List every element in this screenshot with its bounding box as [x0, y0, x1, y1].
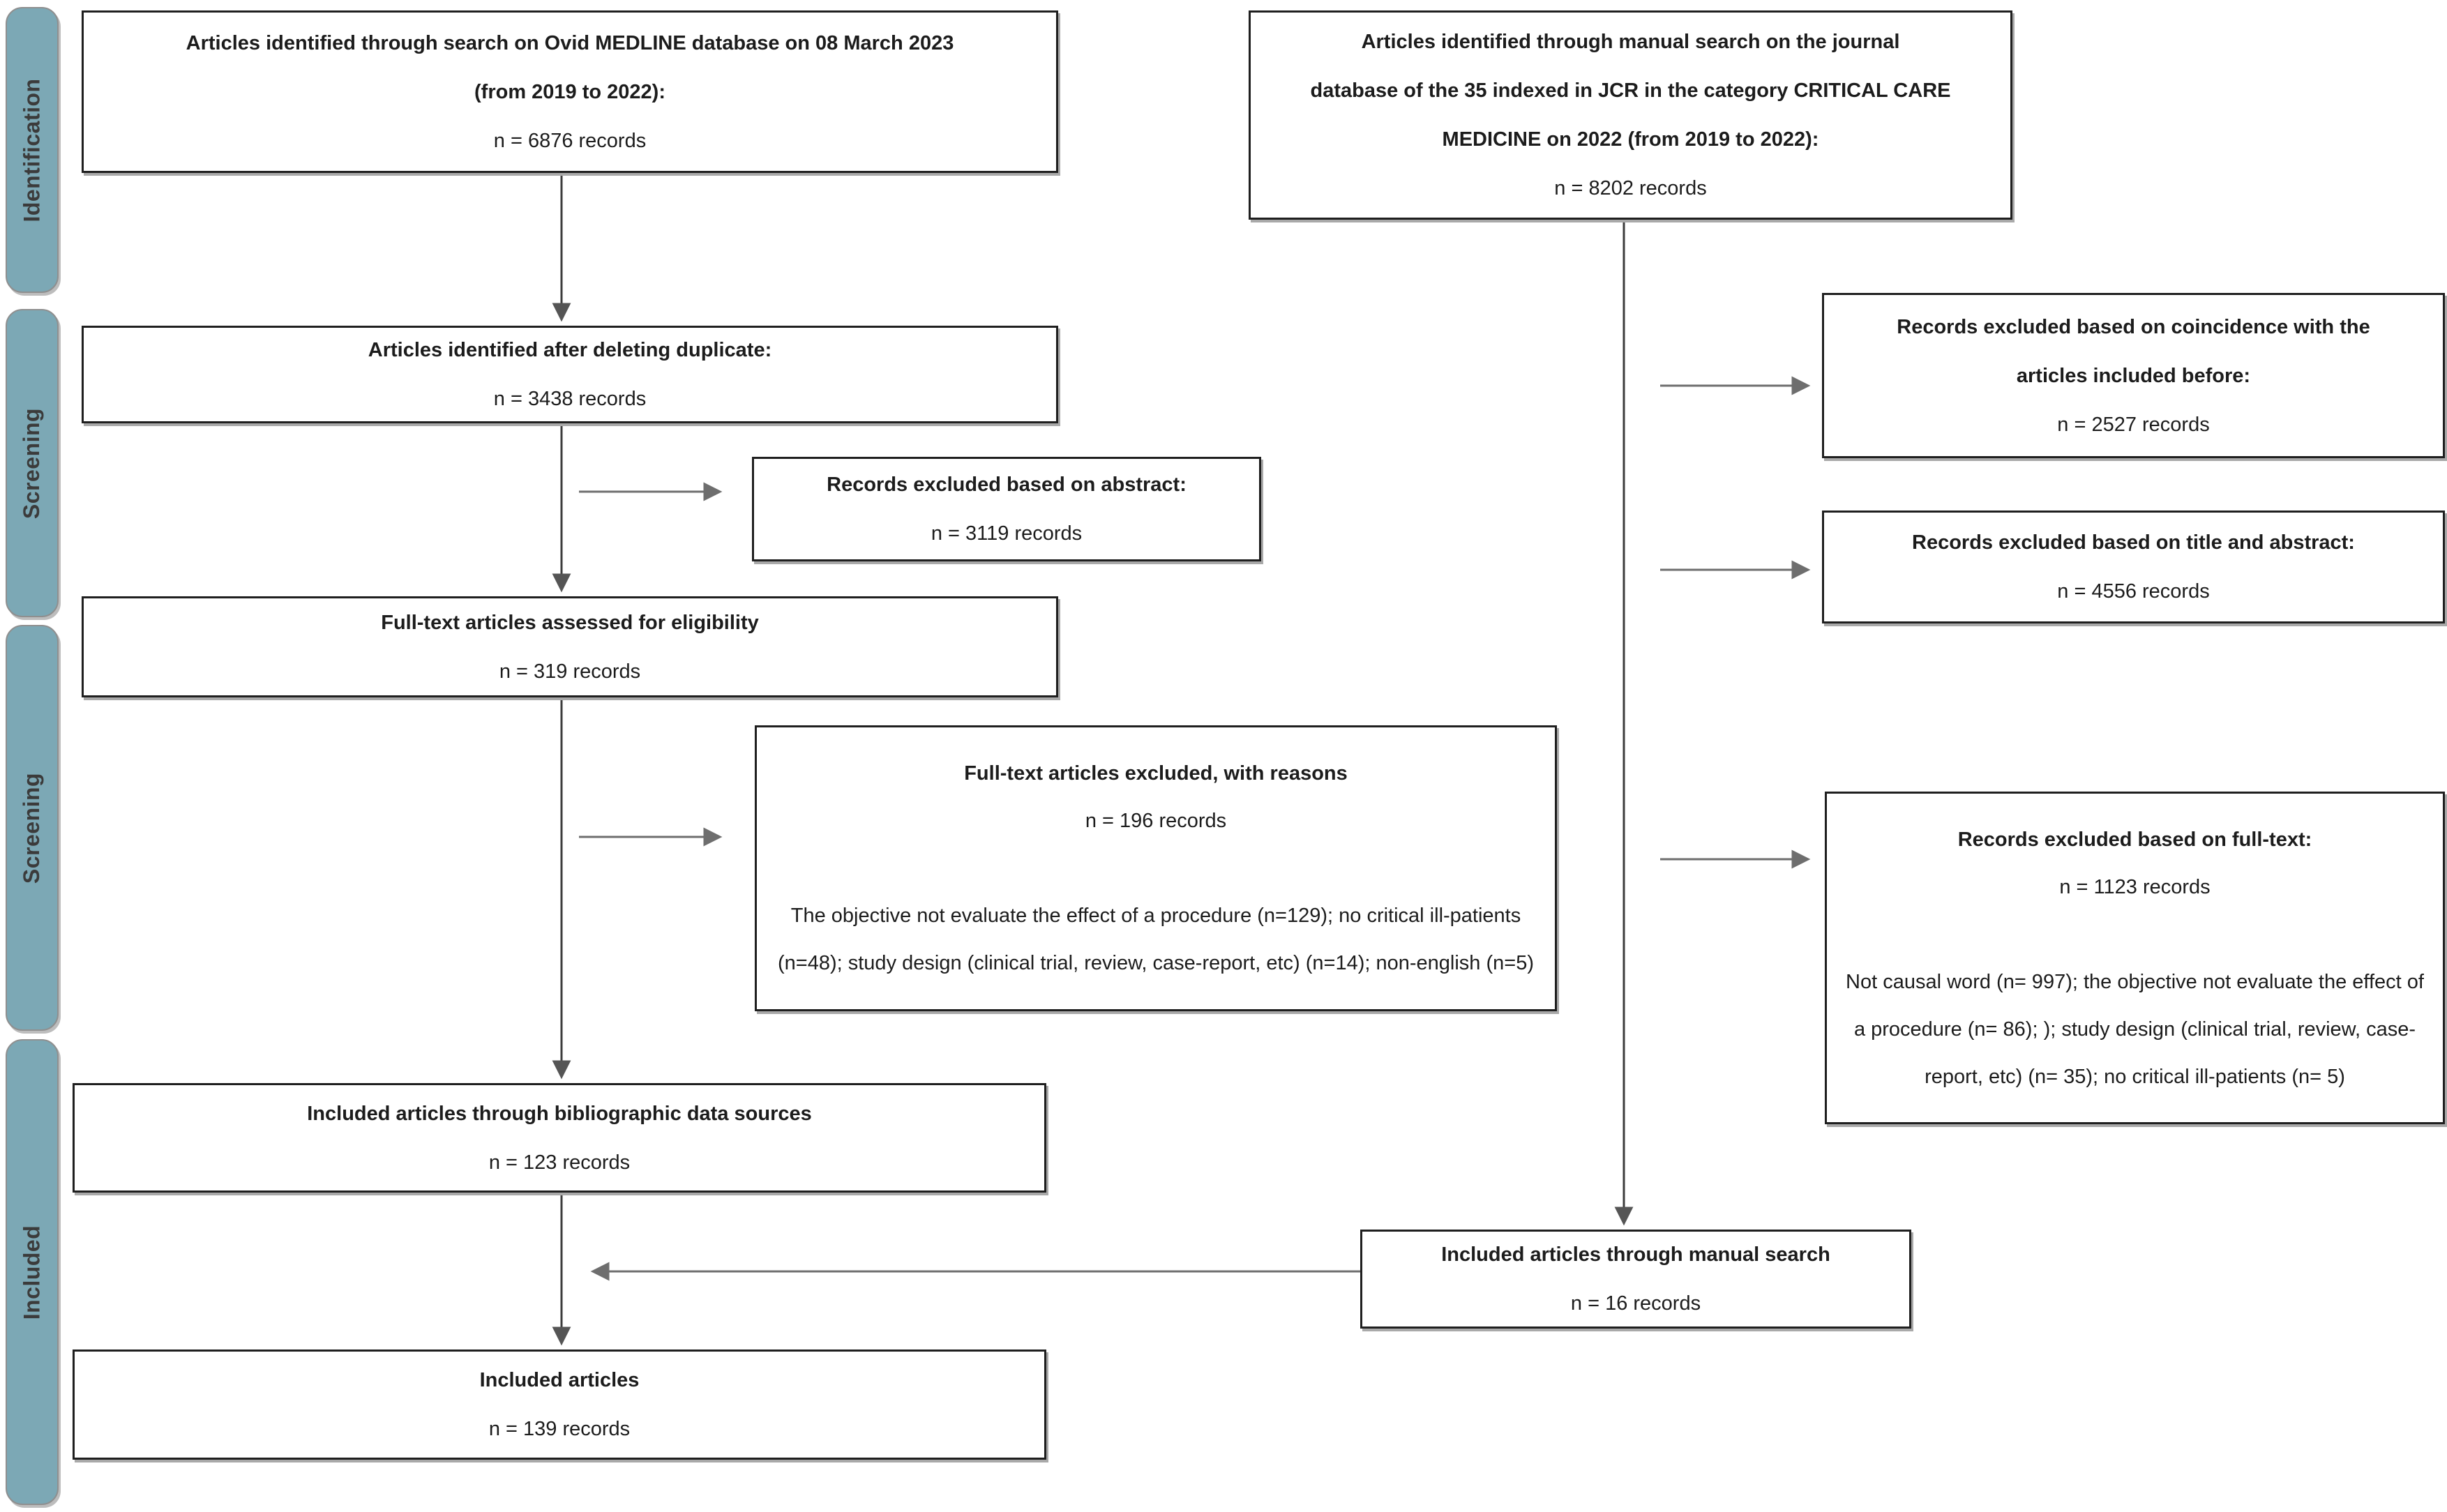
box-identified-manual-search: Articles identified through manual searc… [1249, 10, 2012, 220]
box-abstract-excluded: Records excluded based on abstract: n = … [752, 457, 1261, 561]
stage-screening-2: Screening [6, 625, 59, 1031]
box-abstract-excluded-title: Records excluded based on abstract: [827, 474, 1187, 496]
box-identified-manual-title-1: Articles identified through manual searc… [1361, 31, 1900, 53]
box-fulltext-right-excluded-title: Records excluded based on full-text: [1957, 828, 2312, 851]
box-deduplicated: Articles identified after deleting dupli… [82, 326, 1058, 423]
box-identified-ovid: Articles identified through search on Ov… [82, 10, 1058, 173]
box-coincidence-excluded-title-2: articles included before: [2016, 364, 2251, 387]
box-fulltext-right-excluded-reasons: Not causal word (n= 997); the objective … [1846, 970, 2424, 1088]
stage-screening-2-label: Screening [19, 772, 45, 884]
box-fulltext-right-excluded-count: n = 1123 records [2059, 875, 2211, 898]
box-fulltext-right-excluded: Records excluded based on full-text: n =… [1825, 792, 2445, 1124]
box-coincidence-excluded-title-1: Records excluded based on coincidence wi… [1897, 315, 2370, 338]
box-manual-included: Included articles through manual search … [1360, 1230, 1911, 1329]
box-identified-manual-title-2: database of the 35 indexed in JCR in the… [1310, 80, 1951, 102]
box-title-abstract-excluded-title: Records excluded based on title and abst… [1912, 531, 2355, 554]
stage-identification-label: Identification [19, 77, 45, 222]
box-abstract-excluded-count: n = 3119 records [931, 522, 1083, 545]
box-identified-ovid-title-1: Articles identified through search on Ov… [186, 31, 954, 54]
box-final-included-count: n = 139 records [488, 1418, 631, 1440]
stage-screening-1-label: Screening [19, 407, 45, 519]
box-bibliographic-included: Included articles through bibliographic … [73, 1083, 1046, 1193]
box-title-abstract-excluded-count: n = 4556 records [2057, 580, 2210, 603]
stage-included-label: Included [19, 1225, 45, 1320]
stage-screening-1: Screening [6, 309, 59, 617]
box-fulltext-excluded-count: n = 196 records [1085, 810, 1227, 832]
box-manual-included-title: Included articles through manual search [1441, 1243, 1830, 1266]
box-bibliographic-included-title: Included articles through bibliographic … [307, 1102, 812, 1125]
box-identified-manual-title-3: MEDICINE on 2022 (from 2019 to 2022): [1442, 128, 1819, 151]
box-fulltext-assessed: Full-text articles assessed for eligibil… [82, 596, 1058, 697]
box-fulltext-excluded-title: Full-text articles excluded, with reason… [964, 762, 1348, 785]
stage-identification: Identification [6, 7, 59, 293]
box-title-abstract-excluded: Records excluded based on title and abst… [1822, 511, 2445, 623]
box-fulltext-assessed-count: n = 319 records [499, 660, 641, 683]
stage-included: Included [6, 1039, 59, 1505]
box-fulltext-excluded-spacer [775, 845, 1537, 892]
box-manual-included-count: n = 16 records [1570, 1292, 1701, 1315]
box-identified-ovid-count: n = 6876 records [493, 129, 647, 152]
box-coincidence-excluded-count: n = 2527 records [2057, 413, 2210, 436]
box-final-included: Included articles n = 139 records [73, 1350, 1046, 1460]
box-fulltext-right-excluded-spacer [1839, 911, 2430, 958]
box-final-included-title: Included articles [479, 1369, 640, 1391]
box-fulltext-excluded: Full-text articles excluded, with reason… [755, 725, 1557, 1011]
box-fulltext-excluded-reasons: The objective not evaluate the effect of… [778, 905, 1534, 974]
box-deduplicated-title: Articles identified after deleting dupli… [368, 339, 772, 361]
box-fulltext-assessed-title: Full-text articles assessed for eligibil… [381, 611, 759, 634]
box-identified-ovid-title-2: (from 2019 to 2022): [474, 80, 665, 103]
box-identified-manual-count: n = 8202 records [1554, 177, 1707, 199]
box-coincidence-excluded: Records excluded based on coincidence wi… [1822, 293, 2445, 458]
box-bibliographic-included-count: n = 123 records [488, 1151, 631, 1174]
box-deduplicated-count: n = 3438 records [493, 388, 647, 410]
